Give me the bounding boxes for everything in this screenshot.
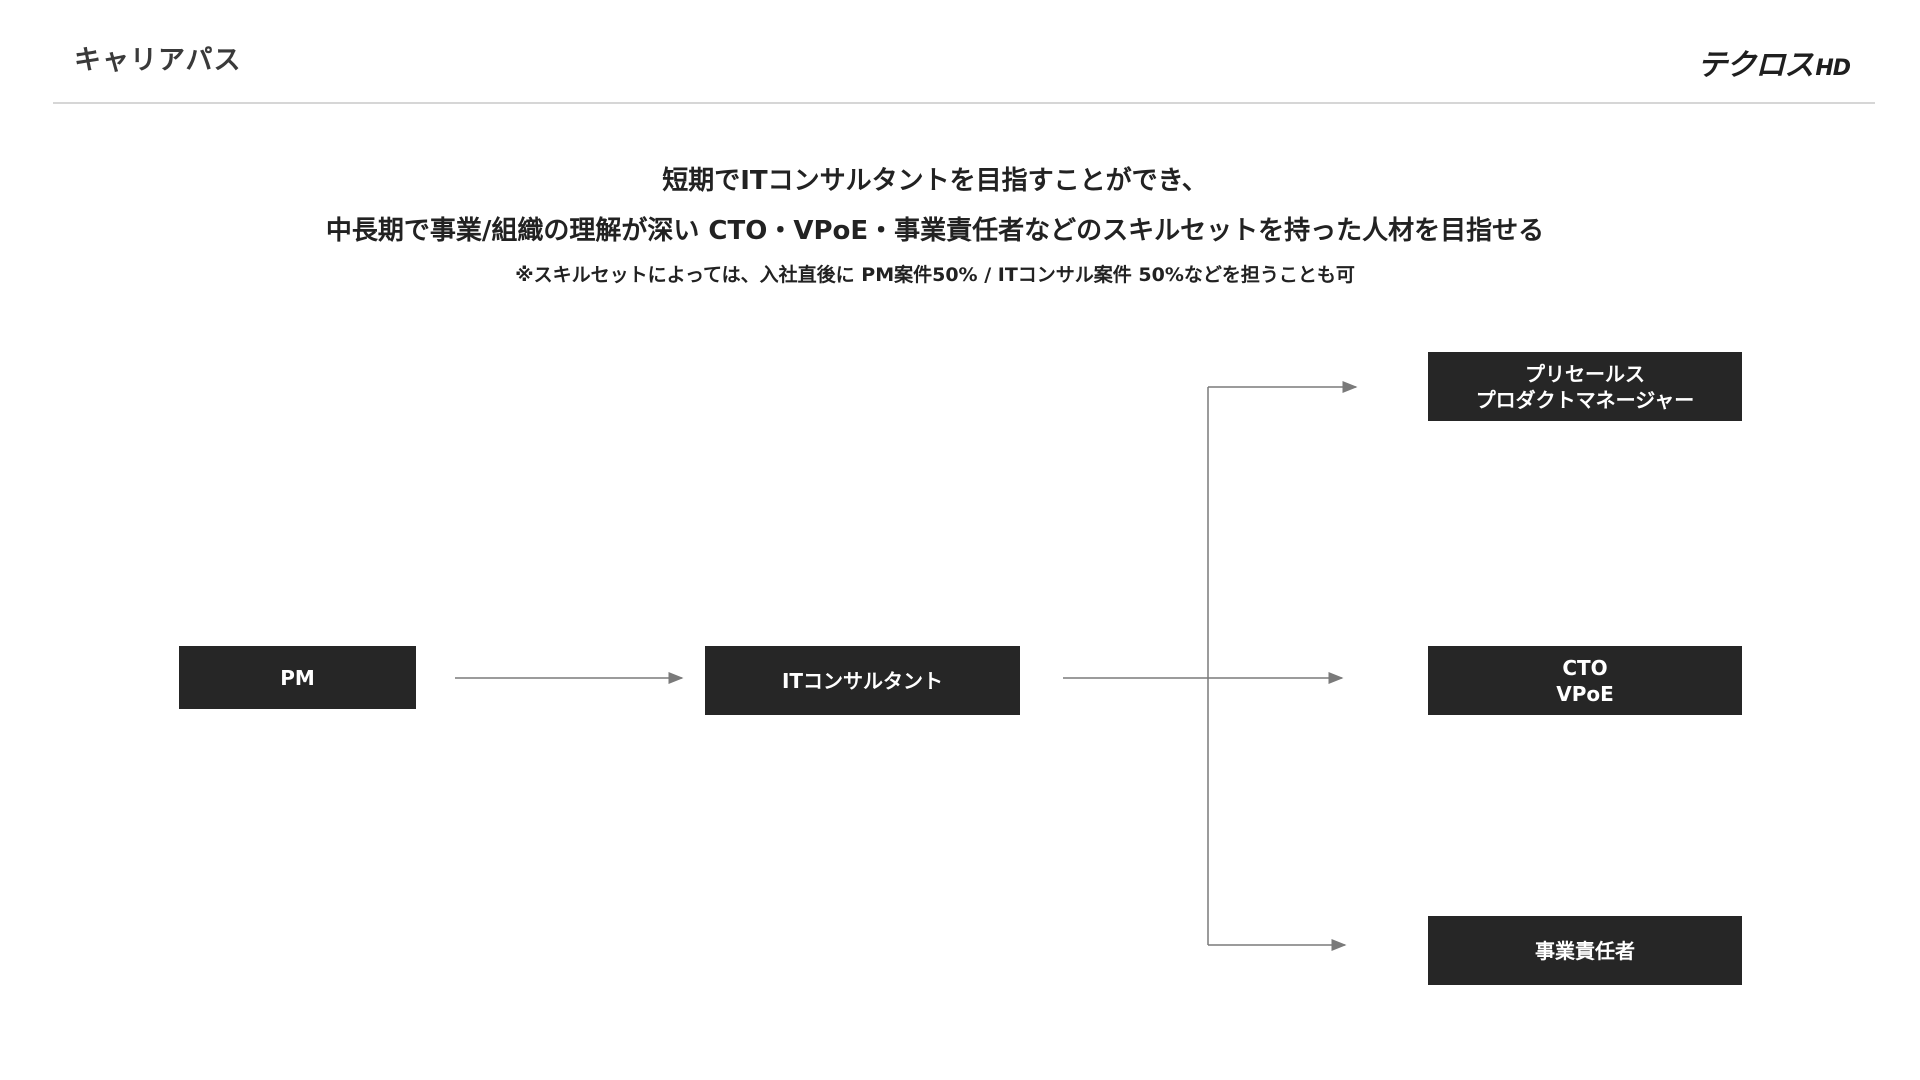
logo-suffix: HD — [1815, 56, 1851, 81]
node-cto-vpoe: CTO VPoE — [1428, 646, 1742, 715]
node-it-consultant: ITコンサルタント — [705, 646, 1020, 715]
logo-text: テクロス — [1697, 48, 1814, 83]
page-title: キャリアパス — [74, 45, 242, 76]
company-logo: テクロスHD — [1697, 40, 1851, 84]
node-presales-product-manager: プリセールス プロダクトマネージャー — [1428, 352, 1742, 421]
headline-note: ※スキルセットによっては、入社直後に PM案件50% / ITコンサル案件 50… — [515, 264, 1355, 286]
headline-line-1: 短期でITコンサルタントを目指すことができ、 — [662, 166, 1208, 196]
node-pm: PM — [179, 646, 416, 709]
node-business-owner: 事業責任者 — [1428, 916, 1742, 985]
headline-line-2: 中長期で事業/組織の理解が深い CTO・VPoE・事業責任者などのスキルセットを… — [325, 216, 1545, 246]
header-divider — [53, 102, 1875, 104]
